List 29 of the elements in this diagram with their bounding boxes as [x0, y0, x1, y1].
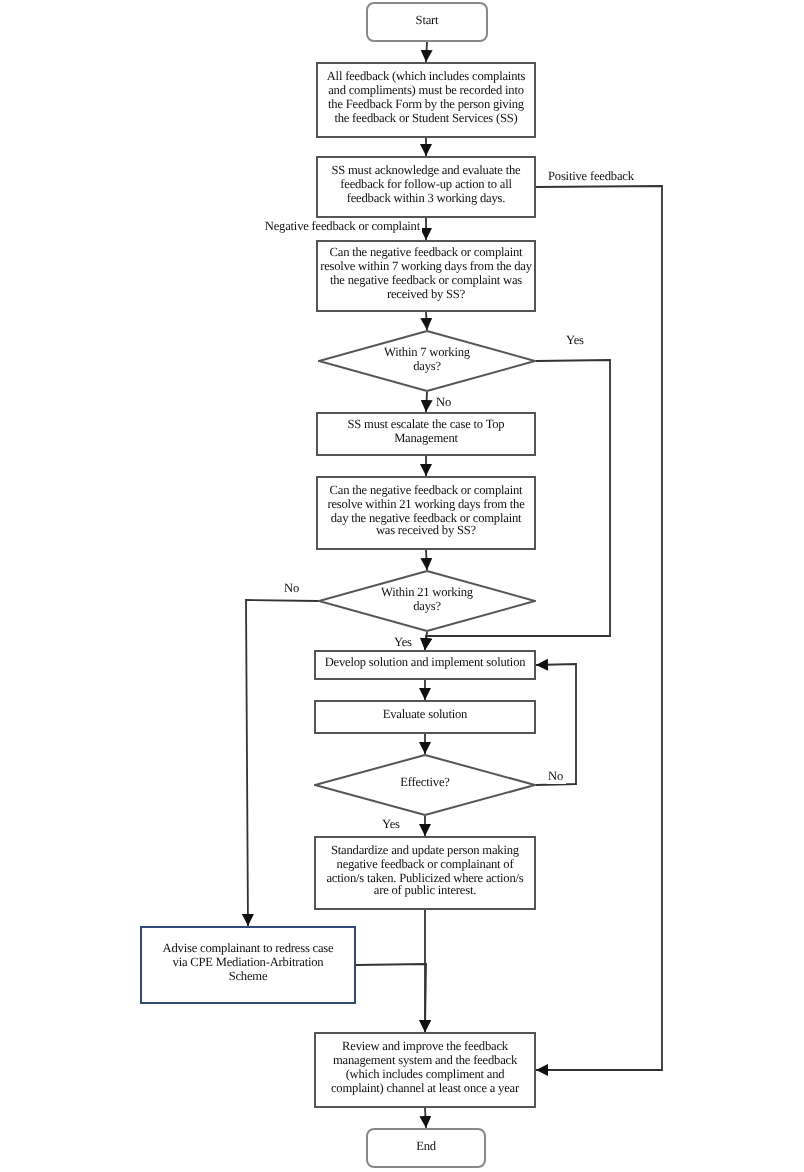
process-box	[314, 1032, 536, 1108]
process-box	[314, 650, 536, 680]
arrow	[420, 311, 433, 331]
arrow	[241, 599, 319, 927]
process-box	[314, 700, 536, 734]
arrow	[355, 963, 432, 1033]
arrow	[419, 815, 431, 837]
arrow	[419, 733, 431, 755]
process-box	[314, 836, 536, 910]
terminal-box	[366, 1128, 486, 1168]
process-box	[316, 62, 536, 138]
process-box	[316, 412, 536, 456]
arrow	[535, 658, 577, 786]
process-box	[316, 156, 536, 218]
arrow	[419, 1107, 432, 1129]
process-box	[140, 926, 356, 1004]
terminal-box	[366, 2, 488, 42]
arrow	[420, 631, 433, 651]
decision-diamond	[314, 754, 536, 816]
arrow	[420, 217, 432, 241]
arrow	[419, 679, 431, 701]
arrow	[535, 185, 663, 1076]
arrow	[420, 391, 433, 413]
decision-diamond	[318, 330, 536, 392]
arrow	[420, 455, 432, 477]
arrow	[420, 137, 432, 157]
arrow	[420, 549, 433, 571]
arrow	[420, 41, 433, 63]
decision-diamond	[318, 570, 536, 632]
